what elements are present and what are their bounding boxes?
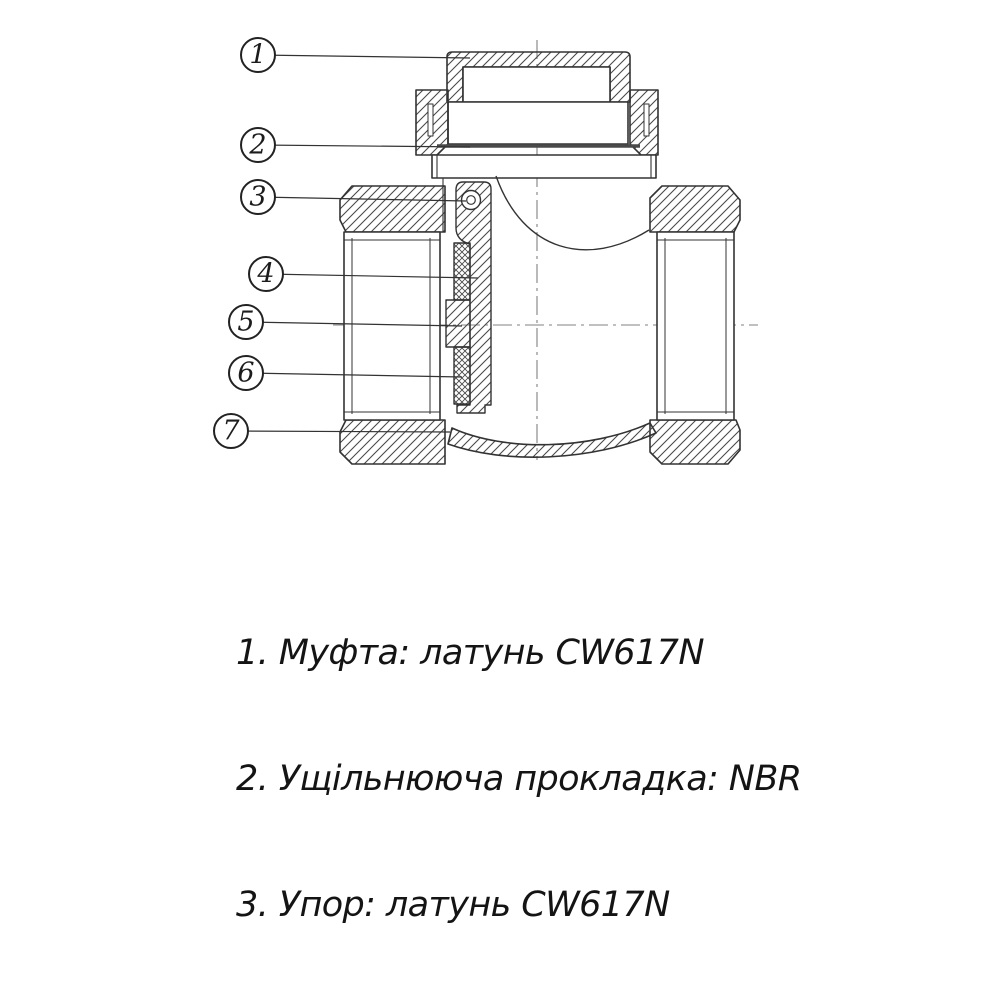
valve-technical-drawing: 1 2 3 4 5 6 7: [213, 37, 758, 465]
callout-6: 6: [228, 355, 264, 391]
left-port-bore: [343, 231, 441, 421]
right-port-bottom-section: [649, 419, 741, 465]
part-list-item-2: 2. Ущільнююча прокладка: NBR: [236, 759, 802, 799]
callout-5: 5: [228, 304, 264, 340]
right-port-thread-lines: [657, 238, 734, 414]
callout-4: 4: [248, 256, 284, 292]
callout-7: 7: [213, 413, 249, 449]
leader-line-2: [257, 144, 471, 148]
screw-hub-section: [445, 299, 471, 348]
cavity-dome-curve: [495, 175, 650, 251]
callout-4-number: 4: [256, 259, 274, 290]
callout-bubbles: 1 2 3 4 5 6 7: [213, 37, 284, 449]
right-port-bore: [656, 231, 735, 421]
callout-5-number: 5: [237, 307, 254, 338]
leader-line-6: [245, 372, 463, 378]
left-port-top-section: [339, 185, 446, 233]
leader-line-5: [245, 321, 463, 327]
callout-2: 2: [240, 127, 276, 163]
cap-lower-band: [447, 101, 629, 145]
leader-line-3: [257, 196, 467, 202]
leader-lines: [230, 54, 479, 433]
bonnet-neck: [431, 154, 657, 179]
part-list-item-3: 3. Упор: латунь CW617N: [236, 885, 670, 925]
lower-seal-section: [453, 346, 471, 405]
cap-insert: [462, 66, 611, 103]
valve-body-group: [339, 51, 741, 465]
callout-7-number: 7: [222, 416, 240, 447]
leader-line-7: [230, 430, 451, 433]
left-port-bottom-section: [339, 419, 446, 465]
collar-slot-right: [643, 103, 650, 137]
body-bottom-wall-section: [447, 422, 657, 458]
leader-line-1: [257, 54, 471, 59]
parts-list: 1. Муфта: латунь CW617N 2. Ущільнююча пр…: [236, 548, 802, 1000]
part-list-item-1: 1. Муфта: латунь CW617N: [236, 633, 705, 673]
disc-plate-section: [455, 181, 492, 414]
leader-line-4: [265, 273, 479, 279]
callout-1-number: 1: [249, 40, 266, 71]
right-port-top-section: [649, 185, 741, 233]
callout-6-number: 6: [237, 358, 254, 389]
callout-1: 1: [240, 37, 276, 73]
callout-2-number: 2: [248, 130, 266, 161]
upper-seal-section: [453, 242, 471, 301]
callout-3: 3: [240, 179, 276, 215]
hinge-pin-inner: [466, 195, 476, 205]
collar-slot-left: [427, 103, 434, 137]
disc-assembly: [445, 181, 492, 414]
callout-3-number: 3: [249, 182, 266, 213]
